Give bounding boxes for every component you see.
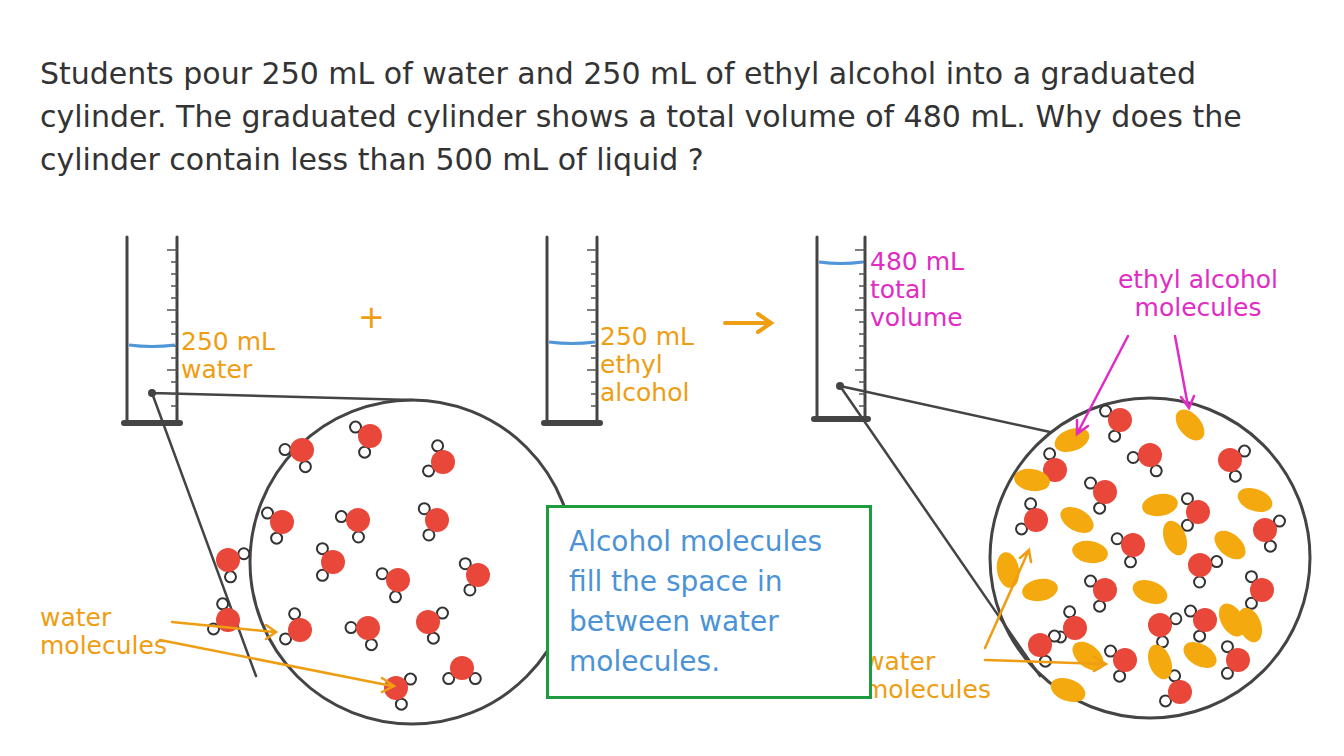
plus-sign: + bbox=[358, 303, 388, 331]
question-text: Students pour 250 mL of water and 250 mL… bbox=[40, 52, 1280, 181]
callout-label: water molecules bbox=[40, 604, 200, 660]
note-text: Alcohol molecules fill the space in betw… bbox=[569, 522, 853, 682]
callout-label: 480 mL total volume bbox=[870, 248, 1000, 332]
callout-label: 250 mL water bbox=[181, 328, 301, 384]
callout-label: 250 mL ethyl alcohol bbox=[600, 323, 730, 407]
callout-label: ethyl alcohol molecules bbox=[1078, 266, 1318, 322]
callout-label: water molecules bbox=[864, 648, 1034, 704]
note-box: Alcohol molecules fill the space in betw… bbox=[546, 505, 872, 699]
